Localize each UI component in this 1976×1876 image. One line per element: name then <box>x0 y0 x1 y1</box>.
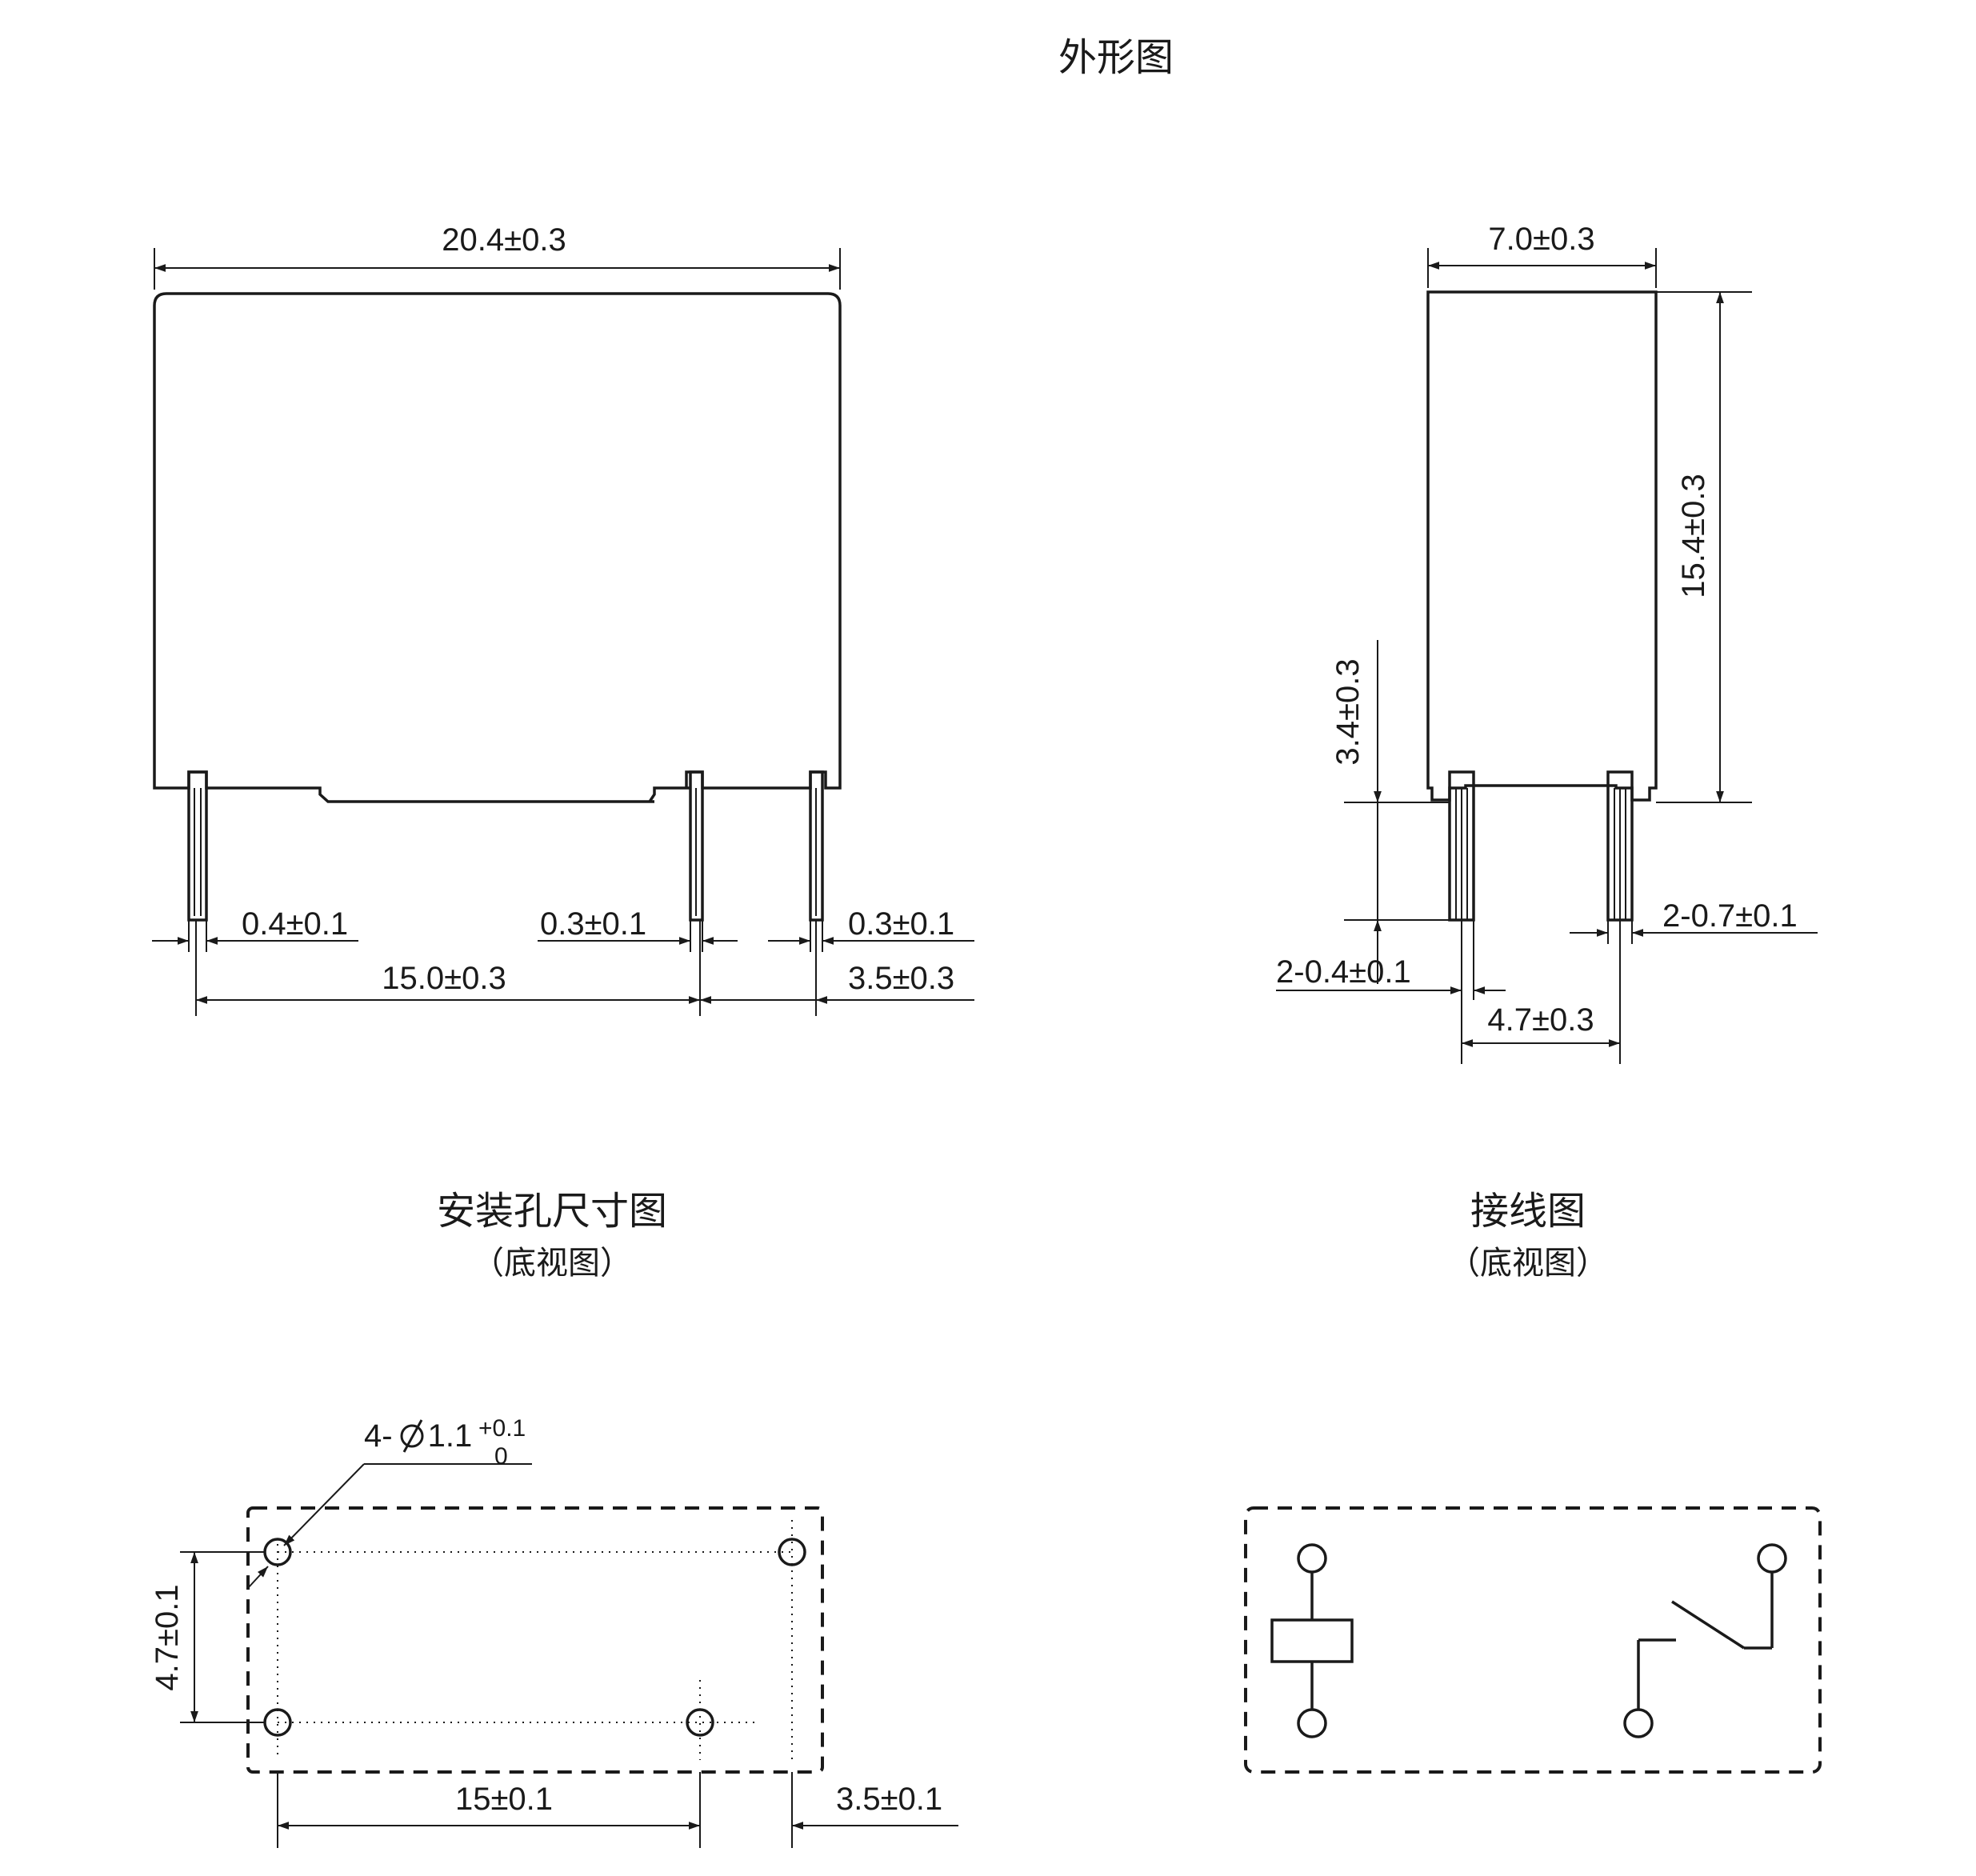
hole-tol-plus: +0.1 <box>478 1415 526 1442</box>
dim-pin-left-width: 0.4±0.1 <box>242 906 348 942</box>
mounting-hole-1 <box>263 1538 292 1566</box>
switch-icon <box>1671 1600 1745 1650</box>
front-pin-left <box>187 770 208 922</box>
wiring-view <box>1244 1506 1822 1774</box>
dim-height-label: 15.4±0.3 <box>1676 474 1711 598</box>
dim-hole-pitch-right-label: 3.5±0.1 <box>836 1782 942 1817</box>
wiring-subtitle: （底视图） <box>1448 1245 1608 1282</box>
mounting-hole-2 <box>778 1538 806 1566</box>
coil-terminal-top <box>1297 1543 1327 1574</box>
mounting-hole-view: 4- 1.1 +0.1 0 4.7±0.1 15±0.1 3.5±0.1 <box>150 1415 958 1848</box>
front-pin-middle <box>689 770 704 922</box>
contact-terminal-top <box>1757 1543 1787 1574</box>
side-view: 7.0±0.3 15.4±0.3 3.4±0.3 2-0.7±0.1 2-0.4… <box>1276 222 1818 1064</box>
mounting-hole-subtitle: （底视图） <box>472 1245 632 1282</box>
mounting-hole-3 <box>263 1708 292 1737</box>
coil-terminal-bottom <box>1297 1708 1327 1738</box>
dim-pitch-right: 3.5±0.3 <box>848 961 954 996</box>
dim-width-label: 20.4±0.3 <box>442 222 566 258</box>
dim-side-pin-left-width: 2-0.4±0.1 <box>1276 954 1411 990</box>
wiring-outline <box>1244 1506 1822 1774</box>
wiring-title: 接线图 <box>1470 1189 1586 1234</box>
hole-callout-prefix: 4- <box>364 1418 393 1454</box>
dim-side-pin-right-width: 2-0.7±0.1 <box>1662 898 1798 934</box>
dim-hole-pitch-label: 15±0.1 <box>455 1782 553 1817</box>
hole-tol-minus: 0 <box>494 1443 508 1470</box>
dim-pin-length-label: 3.4±0.3 <box>1330 658 1366 765</box>
diameter-icon <box>400 1419 424 1453</box>
mounting-outline <box>246 1506 824 1774</box>
hole-callout: 4- 1.1 <box>364 1418 472 1454</box>
dim-hole-vertical-label: 4.7±0.1 <box>150 1584 185 1690</box>
contact-terminal-bottom <box>1623 1708 1654 1738</box>
dim-side-pitch-label: 4.7±0.3 <box>1487 1002 1594 1038</box>
dim-depth-label: 7.0±0.3 <box>1488 222 1594 257</box>
relay-body-side <box>1426 290 1658 802</box>
dim-pin-right-width: 0.3±0.1 <box>848 906 954 942</box>
dim-pitch-main: 15.0±0.3 <box>382 961 506 996</box>
dim-pin-mid-width: 0.3±0.1 <box>540 906 646 942</box>
outline-view-title: 外形图 <box>1058 35 1174 80</box>
relay-body-front <box>153 292 842 803</box>
mounting-hole-4 <box>686 1708 714 1737</box>
mounting-hole-title: 安装孔尺寸图 <box>437 1189 667 1234</box>
front-view: 20.4±0.3 0.4±0.1 0.3±0.1 0.3±0.1 15.0±0.… <box>152 222 974 1016</box>
hole-callout-size: 1.1 <box>428 1418 473 1454</box>
coil-icon <box>1270 1618 1354 1663</box>
